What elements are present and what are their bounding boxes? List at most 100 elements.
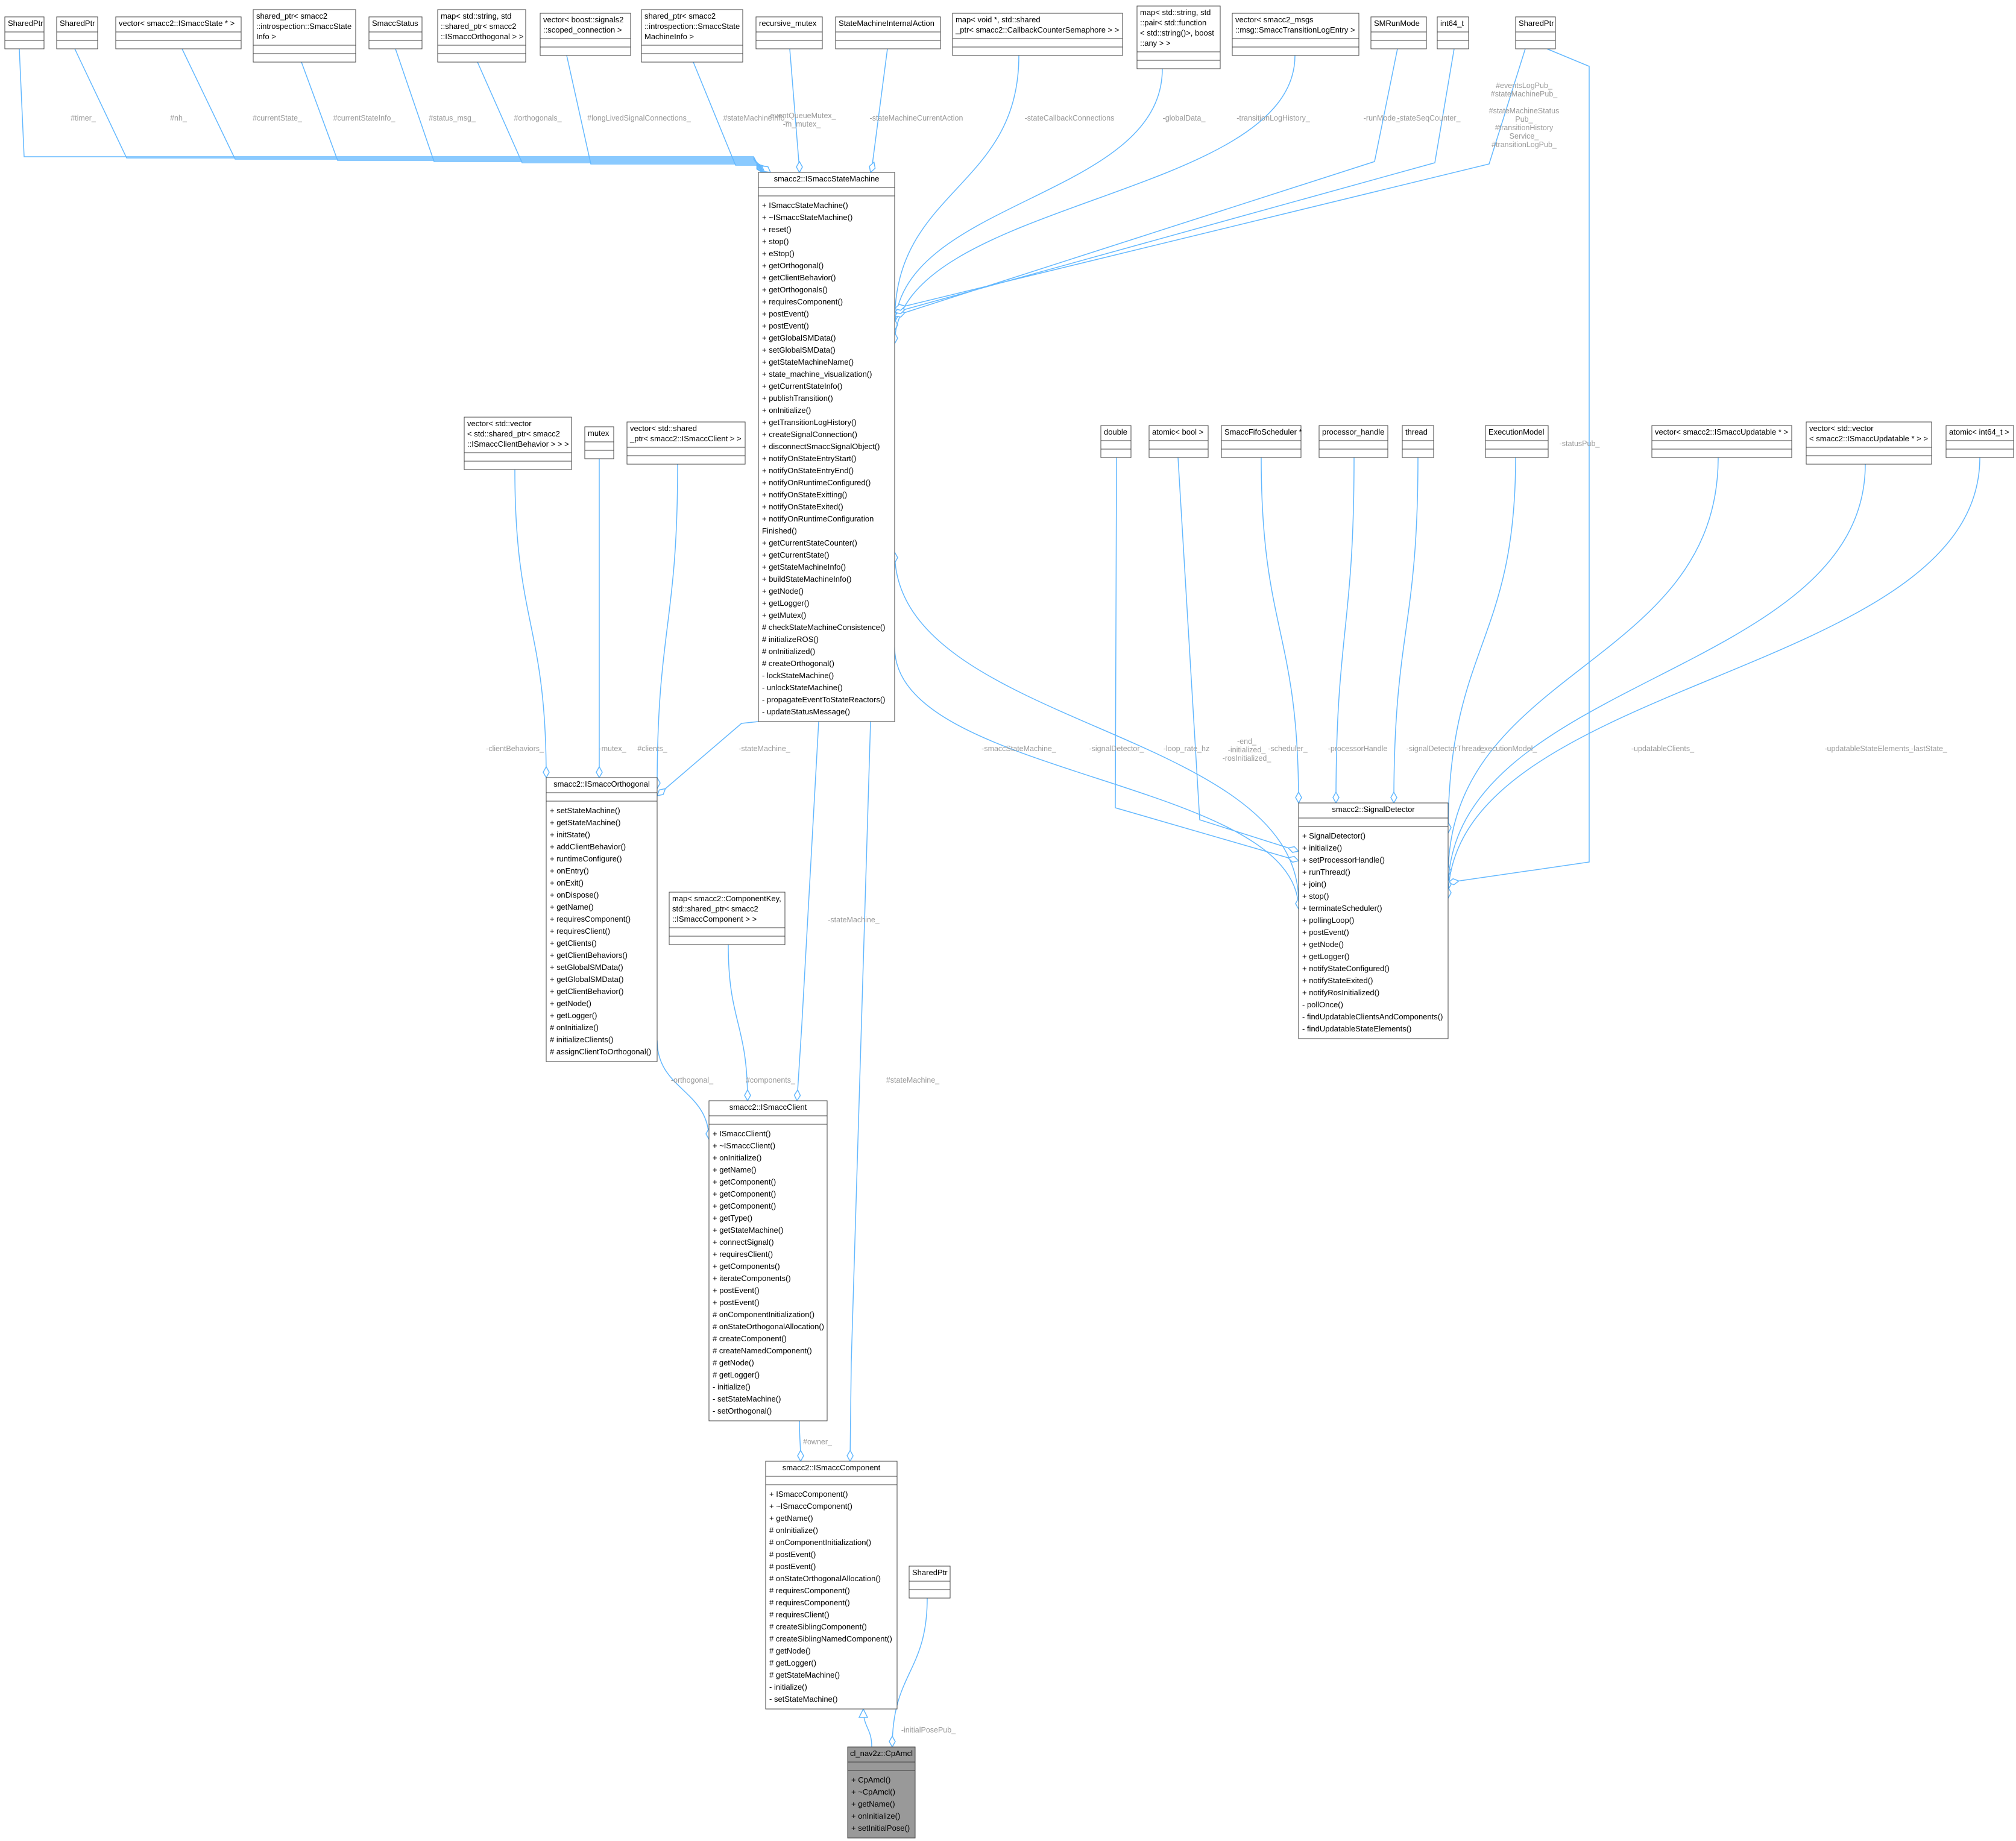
class-title: vector< smacc2::ISmaccState * >	[119, 19, 235, 28]
member-function: # checkStateMachineConsistence()	[762, 623, 886, 632]
member-function: + getCurrentStateCounter()	[762, 538, 857, 547]
class-node-vecvecupd: vector< std::vector< smacc2::ISmaccUpdat…	[1806, 421, 1932, 465]
member-function: + requiresComponent()	[762, 297, 843, 306]
class-node-sp1: SharedPtr	[4, 16, 45, 49]
class-box	[1485, 425, 1549, 458]
class-title: ExecutionModel	[1488, 427, 1545, 436]
association-edge	[895, 552, 1299, 902]
member-function: # onStateOrthogonalAllocation()	[769, 1574, 881, 1583]
class-node-orth: smacc2::ISmaccOrthogonal+ setStateMachin…	[546, 777, 658, 1062]
edge-layer	[19, 48, 1980, 1747]
member-function: - propagateEventToStateReactors()	[762, 695, 886, 704]
class-node-vecconn: vector< boost::signals2::scoped_connecti…	[540, 13, 631, 56]
association-edge	[895, 48, 1398, 316]
member-function: + getLogger()	[1302, 952, 1349, 961]
class-title: ::ISmaccClientBehavior > > >	[467, 439, 569, 448]
association-edge	[1177, 457, 1299, 851]
member-function: + getMutex()	[762, 611, 806, 620]
class-title: processor_handle	[1322, 427, 1384, 436]
edge-label: -updatableStateElements_	[1824, 744, 1914, 753]
member-function: - lockStateMachine()	[762, 671, 834, 680]
class-node-status: SmaccStatus	[368, 16, 423, 49]
association-edge	[1448, 457, 1719, 876]
class-title: vector< boost::signals2	[543, 15, 623, 24]
member-function: + notifyStateConfigured()	[1302, 964, 1390, 973]
class-box	[1221, 425, 1302, 458]
member-function: # createOrthogonal()	[762, 659, 834, 668]
member-function: + getGlobalSMData()	[762, 333, 836, 342]
association-edge	[728, 944, 748, 1101]
member-function: + terminateScheduler()	[1302, 904, 1382, 913]
class-title: < std::shared_ptr< smacc2	[467, 429, 560, 438]
member-function: + stop()	[762, 237, 789, 246]
edge-label: -loop_rate_hz	[1164, 744, 1209, 753]
member-function: + connectSignal()	[713, 1238, 774, 1247]
association-edge	[1448, 48, 1590, 883]
member-function: # getNode()	[713, 1358, 754, 1367]
association-edge	[1448, 457, 1516, 833]
class-node-mapcomp: map< smacc2::ComponentKey,std::shared_pt…	[669, 892, 786, 945]
member-function: + getNode()	[1302, 940, 1344, 949]
member-function: + SignalDetector()	[1302, 831, 1366, 840]
class-box	[115, 16, 242, 49]
member-function: + postEvent()	[762, 321, 809, 330]
association-edge	[797, 721, 819, 1101]
class-title: < smacc2::ISmaccUpdatable * > >	[1809, 434, 1928, 443]
edge-label: -initialized_	[1228, 746, 1267, 754]
class-node-spinfo: shared_ptr< smacc2::introspection::Smacc…	[253, 9, 356, 63]
member-function: + notifyStateExited()	[1302, 976, 1373, 985]
member-function: + ISmaccComponent()	[769, 1490, 848, 1499]
member-function: + runThread()	[1302, 867, 1350, 876]
edge-label: -lastState_	[1911, 744, 1948, 753]
class-box	[1136, 5, 1221, 69]
edge-label: #stateMachine_	[886, 1076, 940, 1084]
class-title: cl_nav2z::CpAmcl	[850, 1749, 913, 1758]
member-function: # initializeClients()	[550, 1035, 613, 1044]
member-function: + getComponent()	[713, 1177, 776, 1186]
member-function: + getName()	[769, 1514, 813, 1523]
class-title: Info >	[256, 32, 276, 41]
class-node-sp2: SharedPtr	[56, 16, 98, 49]
class-title: SmaccStatus	[372, 19, 418, 28]
class-title: _ptr< smacc2::CallbackCounterSemaphore >…	[955, 25, 1119, 34]
member-function: + notifyOnRuntimeConfiguration	[762, 514, 874, 523]
member-function: + onDispose()	[550, 890, 599, 899]
association-edge	[657, 1040, 709, 1139]
member-function: # getNode()	[769, 1646, 811, 1655]
member-function: + ISmaccClient()	[713, 1129, 770, 1138]
member-function: + eStop()	[762, 249, 795, 258]
member-function: + setStateMachine()	[550, 806, 620, 815]
edge-label: -clientBehaviors_	[486, 744, 544, 753]
member-function: # onComponentInitialization()	[713, 1310, 814, 1319]
class-box	[1232, 13, 1359, 56]
member-function: - findUpdatableStateElements()	[1302, 1024, 1411, 1033]
member-function: + ISmaccStateMachine()	[762, 201, 848, 210]
member-function: + createSignalConnection()	[762, 430, 857, 439]
class-node-thread: thread	[1402, 425, 1434, 458]
edge-label: -processorHandle	[1328, 744, 1388, 753]
member-function: + getCurrentState()	[762, 550, 830, 559]
class-node-atomicbool: atomic< bool >	[1148, 425, 1209, 458]
member-function: + postEvent()	[713, 1286, 760, 1295]
class-title: ::ISmaccOrthogonal > >	[441, 32, 523, 41]
edge-label: -eventQueueMutex_	[767, 112, 836, 120]
class-title: map< void *, std::shared	[956, 15, 1041, 24]
member-function: # onInitialize()	[769, 1526, 818, 1535]
member-function: - findUpdatableClientsAndComponents()	[1302, 1012, 1443, 1021]
association-edge	[74, 48, 763, 172]
class-box	[708, 1100, 828, 1421]
member-function: + getStateMachineName()	[762, 357, 854, 367]
class-title: smacc2::ISmaccComponent	[783, 1463, 881, 1472]
edge-label: #transitionHistory	[1495, 124, 1554, 132]
class-node-rmutex: recursive_mutex	[755, 16, 823, 49]
class-node-mutex: mutex	[584, 426, 614, 459]
association-edge	[395, 48, 767, 172]
class-node-vecupd: vector< smacc2::ISmaccUpdatable * >	[1651, 425, 1792, 458]
member-function: + postEvent()	[713, 1298, 760, 1307]
edge-label: Pub_	[1515, 115, 1533, 124]
member-function: + getClientBehavior()	[762, 273, 836, 282]
member-function: + postEvent()	[762, 309, 809, 318]
edge-label: #transitionLogPub_	[1492, 140, 1557, 149]
member-function: + getStateMachineInfo()	[762, 562, 846, 571]
